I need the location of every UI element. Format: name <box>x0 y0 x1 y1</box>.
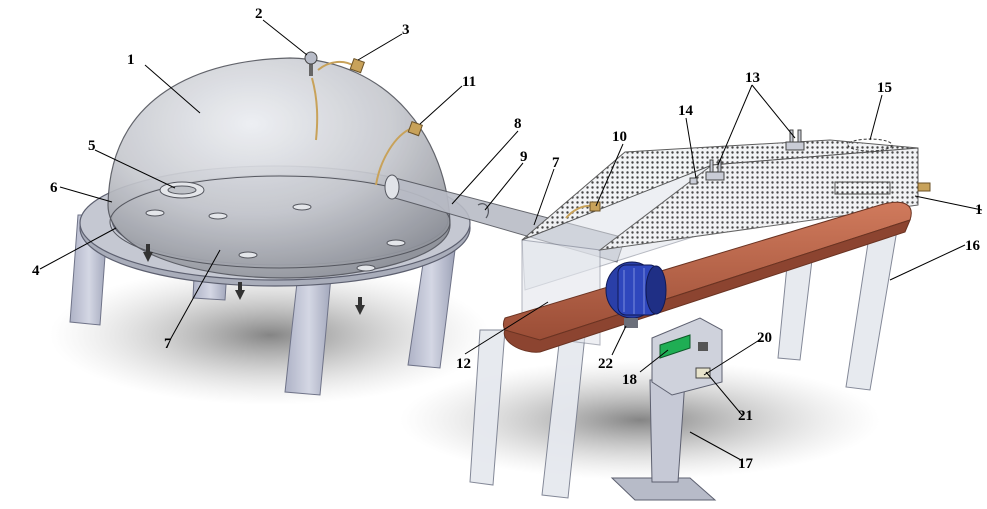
part-label: 16 <box>965 238 981 254</box>
switch-20 <box>698 342 708 351</box>
vent-hole <box>386 239 406 247</box>
clamp-fixture <box>689 129 805 185</box>
part-label: 7 <box>164 336 172 352</box>
part-label: 5 <box>88 138 96 154</box>
part-label: 3 <box>402 22 410 38</box>
part-label: 20 <box>757 330 772 346</box>
part-label: 2 <box>255 6 263 22</box>
part-label: 4 <box>32 263 40 279</box>
part-label: 10 <box>612 129 627 145</box>
sensor-cable <box>375 127 413 186</box>
part-label: 17 <box>738 456 754 472</box>
display-panel <box>659 334 691 359</box>
pressure-gauge <box>304 51 318 76</box>
part-number-labels: 1 2 3 11 8 9 7 10 14 13 15 1 5 6 4 7 16 … <box>32 6 983 472</box>
control-cabinet <box>610 317 723 501</box>
sensor-box <box>589 201 601 212</box>
vent-hole <box>145 209 165 217</box>
dome-hemisphere <box>107 57 451 279</box>
conveyor-belt <box>502 201 912 353</box>
sensor-box <box>349 57 365 74</box>
part-label: 1 <box>975 202 983 218</box>
drive-motor <box>605 261 667 328</box>
airflow-arrows <box>143 244 365 315</box>
part-label: 6 <box>50 180 58 196</box>
leader-lines <box>39 19 983 461</box>
vent-hole <box>356 264 376 272</box>
vent-hole <box>238 251 258 259</box>
part-label: 13 <box>745 70 760 86</box>
part-label: 15 <box>877 80 892 96</box>
vent-hole <box>292 203 312 211</box>
table-ground-shadow <box>400 360 880 480</box>
part-label: 12 <box>456 356 471 372</box>
part-label: 1 <box>127 52 135 68</box>
part-label: 8 <box>514 116 522 132</box>
part-label: 18 <box>622 372 637 388</box>
dome-ground-shadow <box>50 265 490 405</box>
sensor-cable <box>311 77 319 141</box>
vent-hole <box>208 212 228 220</box>
part-label: 14 <box>678 103 694 119</box>
part-label: 22 <box>598 356 613 372</box>
sensor-box <box>917 182 931 192</box>
part-label: 11 <box>462 74 476 90</box>
switch-21 <box>695 367 711 379</box>
part-label: 21 <box>738 408 753 424</box>
part-label: 7 <box>552 155 560 171</box>
part-label: 9 <box>520 149 528 165</box>
sensor-box <box>407 120 423 137</box>
